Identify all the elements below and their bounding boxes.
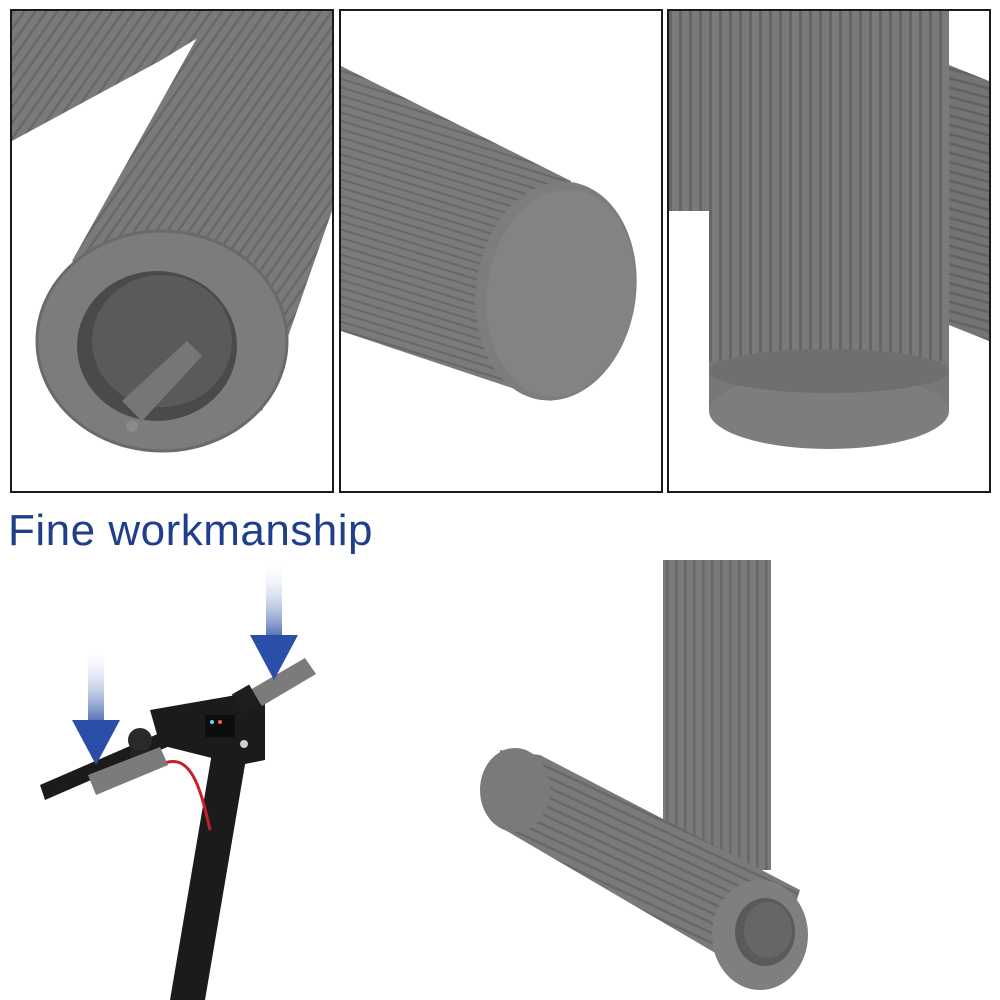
arrow-left-grip-icon: [72, 645, 120, 765]
grip-base-icon: [669, 11, 989, 449]
closeup-panel-open-end: [10, 9, 334, 493]
grip-closed-end-icon: [341, 66, 637, 401]
scooter-handlebar: [40, 658, 316, 1000]
grip-pair: [480, 560, 808, 990]
product-scene: [0, 560, 1000, 1000]
caption-fine-workmanship: Fine workmanship: [8, 506, 374, 555]
closeup-panel-base: [667, 9, 991, 493]
grip-open-end-icon: [12, 11, 332, 453]
closeup-panel-closed-end: [339, 9, 663, 493]
arrow-right-grip-icon: [250, 560, 298, 680]
scene-illustration: [40, 560, 808, 1000]
